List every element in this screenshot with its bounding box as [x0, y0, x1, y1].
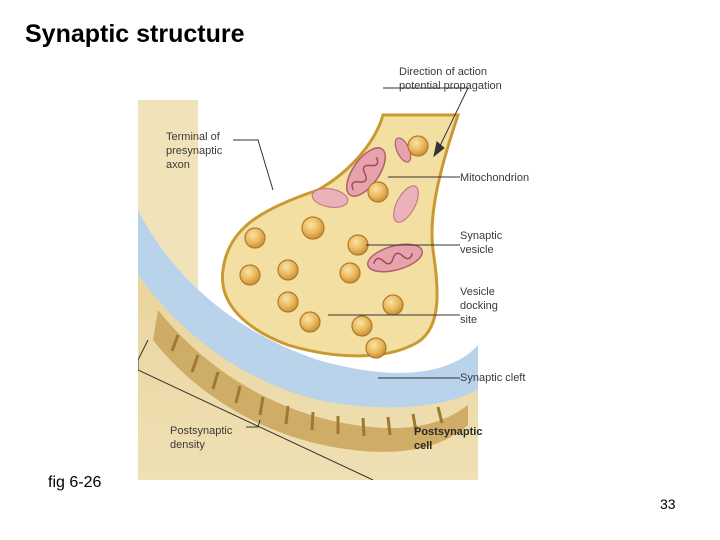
label-postsynaptic-density: Postsynaptic density: [170, 425, 235, 451]
synaptic-cleft: [138, 210, 478, 408]
label-propagation: Direction of action potential propagatio…: [399, 66, 502, 92]
page-number: 33: [660, 496, 676, 512]
vesicle: [299, 311, 321, 333]
leader-lines: [138, 87, 469, 480]
label-synaptic-cleft: Synaptic cleft: [460, 372, 525, 384]
mitochondrion: [367, 243, 423, 273]
mitochondrion: [345, 147, 387, 197]
vesicle: [301, 216, 325, 240]
vesicle: [367, 181, 389, 203]
label-terminal: Terminal of presynaptic axon: [166, 131, 225, 171]
vesicle: [244, 227, 266, 249]
slide-title: Synaptic structure: [25, 20, 245, 48]
figure-reference: fig 6-26: [48, 474, 102, 491]
synapse-diagram: Direction of action potential propagatio…: [138, 66, 529, 480]
vesicle: [365, 337, 387, 359]
vesicle: [351, 315, 373, 337]
label-synaptic-vesicle: Synaptic vesicle: [460, 230, 505, 256]
vesicle: [382, 294, 404, 316]
postsynaptic-density-spines: [170, 334, 444, 437]
postsynaptic-cell-body: [138, 250, 478, 480]
vesicle: [339, 262, 361, 284]
vesicle: [239, 264, 261, 286]
label-mitochondrion: Mitochondrion: [460, 172, 529, 184]
label-docking-site: Vesicle docking site: [460, 286, 501, 326]
cleft-background: [198, 115, 398, 140]
label-postsynaptic-cell: Postsynaptic cell: [414, 426, 486, 452]
vesicle: [407, 135, 429, 157]
mitochondrion: [393, 185, 419, 223]
vesicle: [347, 234, 369, 256]
mitochondrion: [311, 188, 349, 208]
mitochondria: [311, 137, 423, 273]
vesicle: [277, 291, 299, 313]
vesicle: [277, 259, 299, 281]
